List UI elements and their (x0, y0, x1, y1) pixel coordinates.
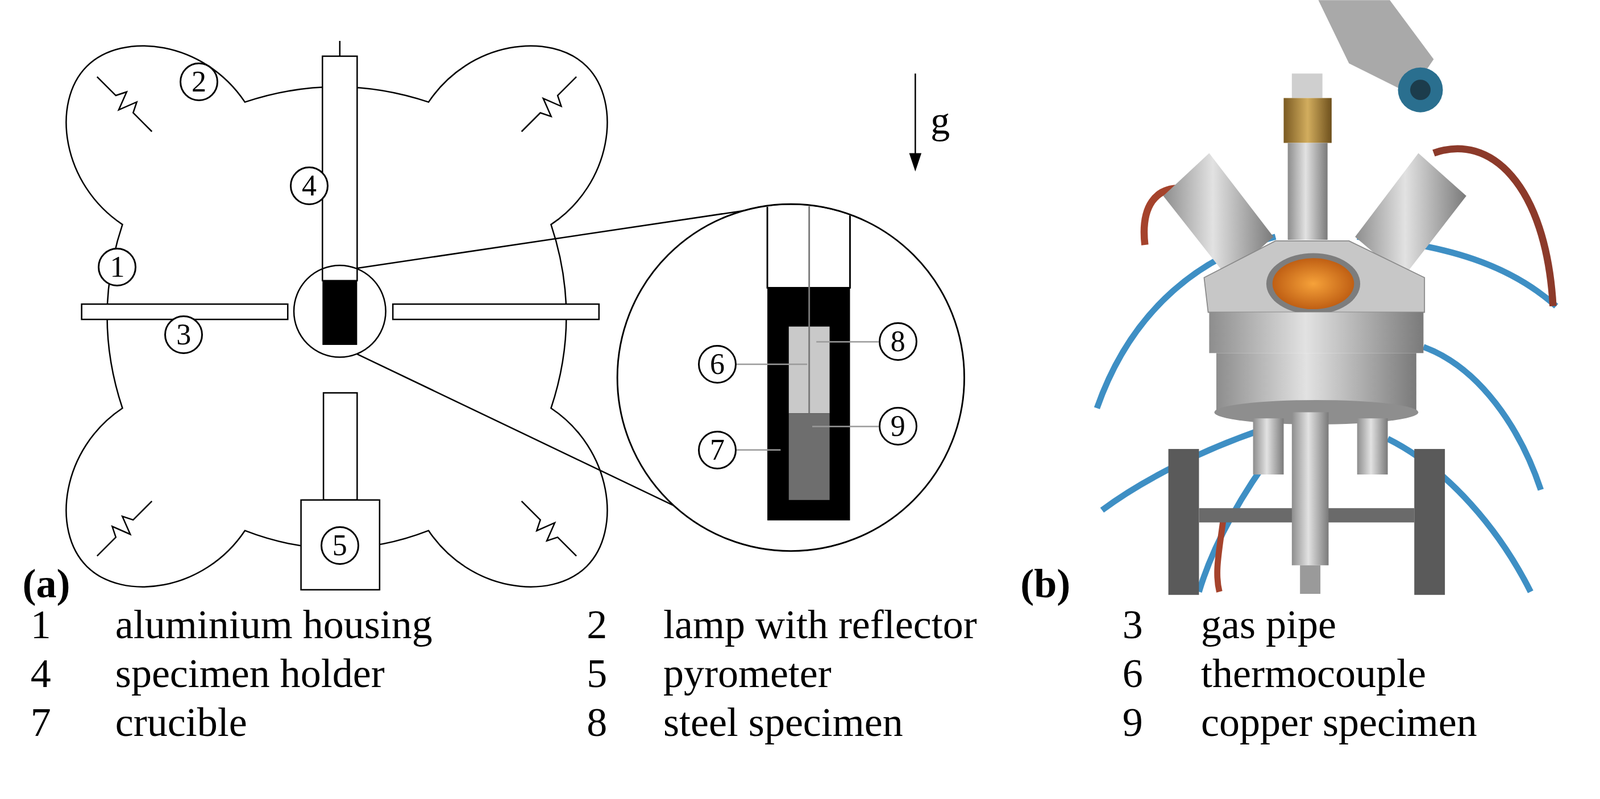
legend-text: gas pipe (1200, 604, 1337, 646)
legend-text: lamp with reflector (663, 604, 978, 646)
fitting (1357, 418, 1388, 475)
legend-text: copper specimen (1200, 701, 1478, 743)
gravity-label: g (930, 101, 950, 140)
leader-line (816, 341, 879, 343)
legend-number: 8 (586, 701, 608, 743)
legend-number: 1 (30, 604, 52, 646)
blue-dial (1398, 67, 1444, 113)
window-rim (1266, 252, 1361, 315)
callout-number: 8 (890, 326, 906, 357)
gravity-arrow (914, 73, 917, 157)
legend-number: 6 (1122, 653, 1144, 694)
legend-number: 2 (586, 604, 608, 646)
legend-number: 5 (586, 653, 608, 694)
callout-circle: 6 (697, 345, 737, 384)
callout-number: 6 (709, 349, 725, 380)
leader-line (812, 425, 879, 428)
orange-window (1272, 258, 1355, 310)
lamp-filament (91, 69, 160, 137)
red-hose (1433, 148, 1553, 307)
legend-text: thermocouple (1200, 653, 1427, 694)
gravity-arrowhead (909, 152, 922, 172)
callout-circle: 3 (164, 315, 203, 355)
lamp-filament (514, 495, 583, 564)
lamp-symbol (515, 71, 584, 139)
callout-number: 4 (301, 171, 317, 201)
callout-number: 5 (332, 530, 348, 561)
lamp-filament (89, 493, 158, 562)
leg (1414, 449, 1445, 596)
gas-pipe (392, 304, 600, 320)
zoom-content (767, 183, 850, 521)
lamp-symbol (91, 69, 160, 137)
callout-circle: 8 (878, 322, 918, 361)
callout-circle: 9 (878, 406, 918, 446)
fitting (1253, 418, 1284, 475)
dial-center (1410, 79, 1431, 101)
holder-rod (339, 40, 342, 57)
leader-line (736, 363, 808, 366)
lamp-symbol (514, 495, 583, 564)
callout-circle: 2 (179, 62, 219, 102)
leg (1168, 449, 1200, 596)
crucible (322, 280, 357, 346)
callout-circle: 7 (697, 430, 737, 470)
pyrometer-stem (323, 392, 357, 501)
callout-number: 7 (709, 435, 725, 465)
callout-number: 2 (191, 67, 207, 97)
callout-circle: 5 (320, 526, 360, 565)
chamber-ring (1208, 312, 1424, 354)
callout-number: 3 (176, 320, 191, 350)
legend-text: steel specimen (663, 701, 904, 743)
apparatus-photo (1096, 0, 1557, 596)
callout-circle: 1 (97, 247, 137, 287)
panel-label: (b) (1020, 563, 1071, 605)
pyrometer-tip (1299, 565, 1321, 594)
legend-text: crucible (115, 701, 248, 743)
legend-number: 9 (1122, 701, 1144, 743)
pyrometer-port (1291, 412, 1329, 565)
panel-label: (a) (22, 563, 70, 605)
brass-collar (1283, 97, 1332, 143)
callout-number: 9 (890, 411, 906, 442)
top-cap (1291, 73, 1323, 98)
legend-number: 3 (1122, 604, 1144, 646)
magnifier-circle (293, 265, 386, 358)
lamp-filament (515, 71, 584, 139)
top-cylinder (1287, 142, 1328, 240)
legend-text: specimen holder (115, 653, 385, 694)
callout-number: 1 (109, 252, 125, 282)
pyrometer-box (301, 500, 380, 590)
specimen-holder (322, 56, 357, 281)
window-plate (1203, 240, 1425, 313)
legend-text: pyrometer (663, 653, 832, 694)
legend-number: 4 (30, 653, 52, 694)
legend-number: 7 (30, 701, 52, 743)
lamp-symbol (89, 493, 158, 562)
thermocouple (808, 193, 810, 414)
callout-circle: 4 (289, 166, 329, 206)
legend-text: aluminium housing (115, 604, 433, 646)
leader-line (736, 449, 781, 452)
